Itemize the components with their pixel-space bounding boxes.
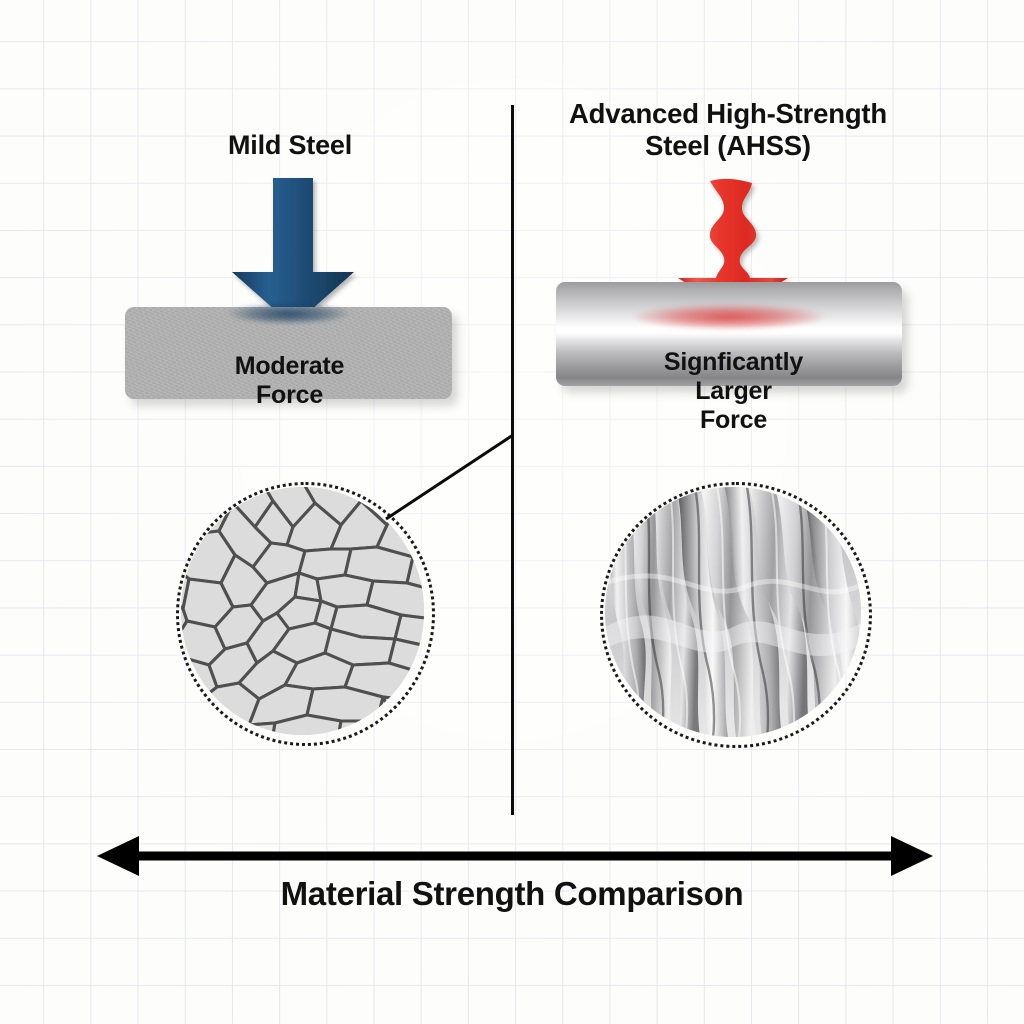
caption-moderate-force: Moderate Force (234, 352, 345, 409)
microstructure-ahss-ring (600, 482, 872, 748)
comparison-axis-arrow (97, 836, 933, 876)
microstructure-mild-steel-ring (176, 482, 435, 746)
heading-ahss: Advanced High-Strength Steel (AHSS) (569, 98, 887, 161)
straight-down-arrow-icon (232, 178, 354, 326)
heading-mild-steel: Mild Steel (227, 130, 353, 160)
wavy-down-arrow-icon (678, 178, 788, 312)
ahss-steel-bar (556, 282, 902, 386)
mild-steel-impact-dent (228, 303, 349, 323)
diagram-title: Material Strength Comparison (280, 875, 744, 912)
ahss-impact-glow (634, 304, 824, 330)
axis-left-arrowhead (97, 836, 139, 876)
axis-right-arrowhead (891, 836, 933, 876)
caption-significantly-larger-force: Signficantly Larger Force (663, 348, 804, 434)
panel-divider-line (511, 105, 514, 815)
mild-steel-bar (125, 303, 452, 399)
microstructure-leader-line (385, 433, 514, 521)
